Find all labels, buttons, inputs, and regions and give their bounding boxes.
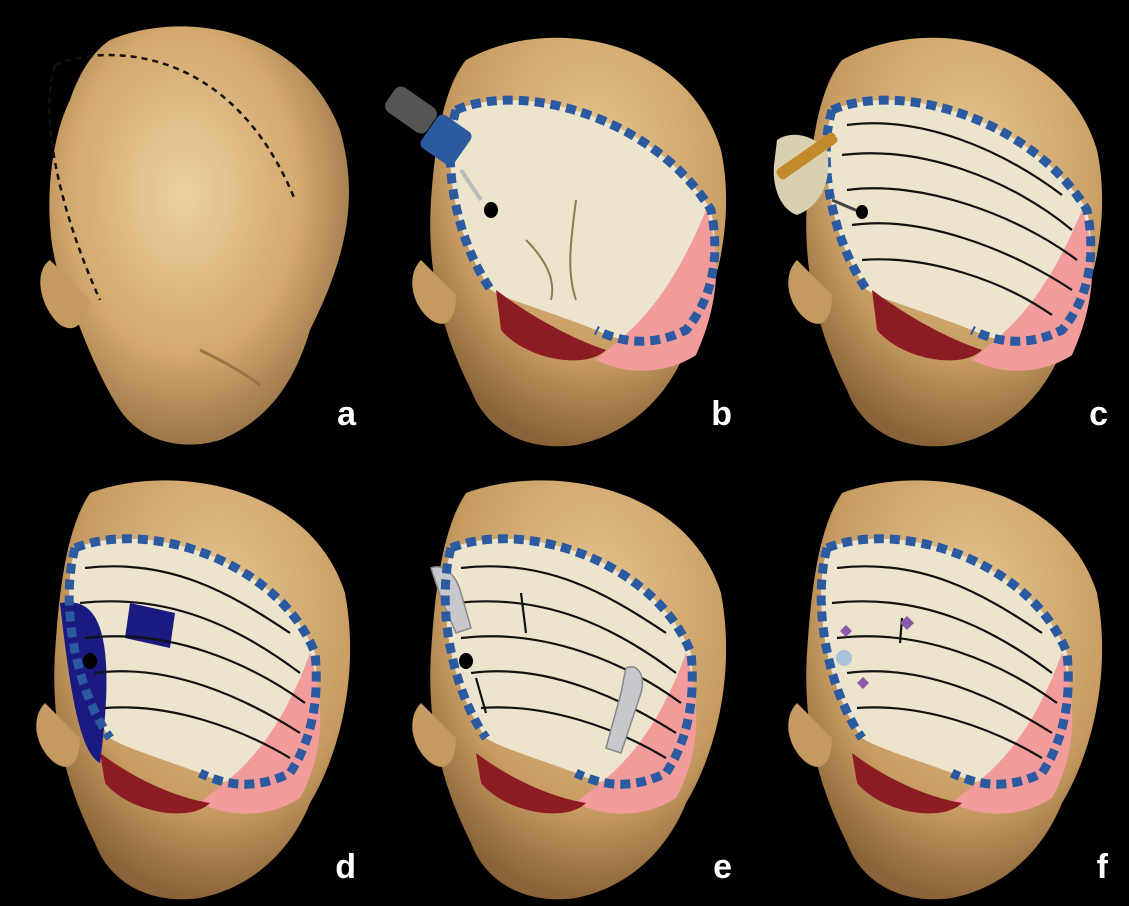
panel-label: d	[335, 850, 356, 884]
panel-label: e	[713, 850, 732, 884]
burr-hole	[484, 202, 498, 218]
panel-label: b	[711, 397, 732, 431]
head-icon	[376, 0, 752, 453]
panel-label: f	[1097, 850, 1108, 884]
panel-f: f	[752, 453, 1128, 906]
head-icon	[0, 453, 376, 906]
panel-e: e	[376, 453, 752, 906]
panel-label: a	[337, 397, 356, 431]
panel-label: c	[1089, 397, 1108, 431]
panel-b: b	[376, 0, 752, 453]
panel-d: d	[0, 453, 376, 906]
burr-hole	[856, 205, 868, 219]
burr-hole-cover	[836, 650, 852, 666]
burr-hole	[83, 653, 97, 669]
head-icon	[752, 0, 1129, 453]
head-icon	[0, 0, 376, 453]
head-icon	[752, 453, 1129, 906]
panel-c: c	[752, 0, 1128, 453]
panel-a: a	[0, 0, 376, 453]
head-icon	[376, 453, 752, 906]
head-shape	[49, 26, 349, 444]
burr-hole	[459, 653, 473, 669]
